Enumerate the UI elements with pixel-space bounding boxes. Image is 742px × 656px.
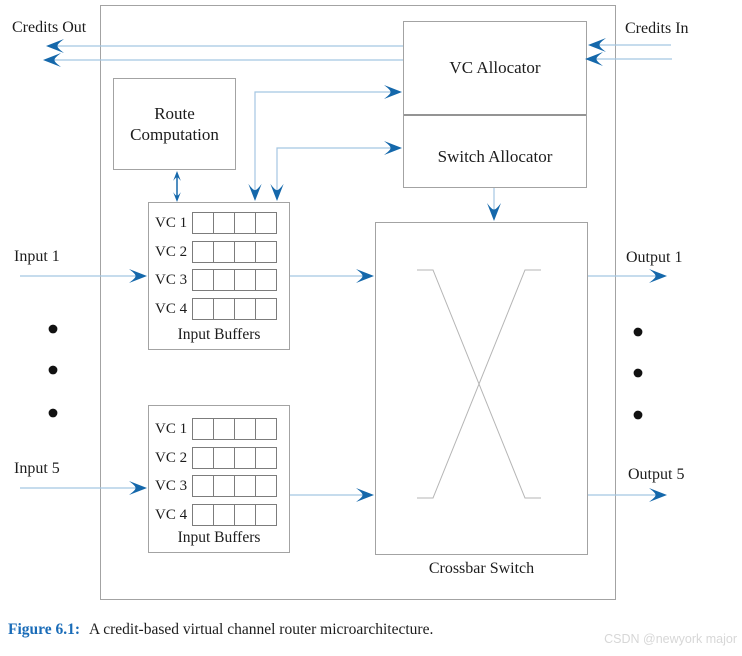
buffer-cell: [255, 418, 277, 440]
buffer-cell: [255, 212, 277, 234]
output-1-label: Output 1: [626, 249, 683, 266]
vc-allocator-label: VC Allocator: [449, 58, 541, 77]
vc-row: VC 2: [155, 447, 277, 469]
vc-row: VC 4: [155, 504, 277, 526]
buffer-cell: [255, 447, 277, 469]
buffer-cell: [192, 504, 214, 526]
buffer-cells: [192, 241, 277, 263]
input-buffer-box-2: VC 1 VC 2 VC 3 VC 4 Input Buffers: [148, 405, 290, 553]
vc-row-label: VC 3: [155, 271, 188, 288]
credits-in-label: Credits In: [625, 20, 689, 37]
input-buffers-label: Input Buffers: [177, 529, 261, 546]
vc-row: VC 2: [155, 241, 277, 263]
watermark: CSDN @newyork major: [604, 632, 737, 646]
vc-row-label: VC 1: [155, 214, 188, 231]
buffer-cell: [234, 447, 256, 469]
buffer-cell: [192, 269, 214, 291]
buffer-cells: [192, 298, 277, 320]
vc-row-label: VC 2: [155, 449, 188, 466]
input-5-label: Input 5: [14, 460, 60, 477]
buffer-cells: [192, 212, 277, 234]
buffer-cell: [213, 212, 235, 234]
buffer-cell: [234, 504, 256, 526]
vc-row: VC 1: [155, 418, 277, 440]
dot: [633, 368, 643, 378]
buffer-cell: [255, 298, 277, 320]
credits-out-arrow-icon: [43, 53, 61, 67]
buffer-cells: [192, 447, 277, 469]
crossbar-box: [375, 222, 588, 555]
buffer-cells: [192, 418, 277, 440]
vc-row: VC 4: [155, 298, 277, 320]
buffer-cell: [192, 447, 214, 469]
figure-number: Figure 6.1:: [8, 621, 81, 638]
vc-row-label: VC 2: [155, 243, 188, 260]
output-1-arrow-icon: [649, 269, 667, 283]
vc-row-label: VC 1: [155, 420, 188, 437]
buffer-cell: [213, 269, 235, 291]
dot: [633, 410, 643, 420]
route-computation-text: Route Computation: [130, 103, 219, 144]
buffer-cell: [234, 269, 256, 291]
dot: [48, 408, 58, 418]
input-1-label: Input 1: [14, 248, 60, 265]
buffer-cell: [234, 241, 256, 263]
figure-caption: Figure 6.1: A credit-based virtual channe…: [8, 621, 433, 639]
figure-caption-text: A credit-based virtual channel router mi…: [89, 621, 434, 638]
buffer-cell: [234, 475, 256, 497]
buffer-cell: [192, 212, 214, 234]
buffer-cell: [192, 418, 214, 440]
buffer-cells: [192, 504, 277, 526]
buffer-cell: [192, 475, 214, 497]
buffer-cell: [255, 475, 277, 497]
input-buffers-label: Input Buffers: [177, 326, 261, 343]
buffer-cell: [234, 418, 256, 440]
buffer-cell: [213, 298, 235, 320]
input-buffer-box-1: VC 1 VC 2 VC 3 VC 4 Input Buffers: [148, 202, 290, 350]
vc-row: VC 3: [155, 269, 277, 291]
buffer-cell: [255, 504, 277, 526]
switch-allocator-label: Switch Allocator: [437, 147, 553, 166]
dot: [48, 365, 58, 375]
buffer-cells: [192, 269, 277, 291]
vc-row: VC 1: [155, 212, 277, 234]
buffer-cell: [213, 504, 235, 526]
route-computation-label: Route Computation: [113, 78, 236, 170]
dot: [633, 327, 643, 337]
buffer-cell: [192, 298, 214, 320]
buffer-cell: [234, 212, 256, 234]
credits-out-label: Credits Out: [12, 19, 87, 36]
allocator-box: [403, 21, 587, 188]
vc-row: VC 3: [155, 475, 277, 497]
output-5-arrow-icon: [649, 488, 667, 502]
crossbar-switch-label: Crossbar Switch: [428, 560, 535, 577]
buffer-cell: [255, 241, 277, 263]
buffer-cell: [192, 241, 214, 263]
vc-row-label: VC 4: [155, 300, 188, 317]
buffer-cells: [192, 475, 277, 497]
credits-out-arrow-icon: [46, 39, 64, 53]
buffer-cell: [213, 418, 235, 440]
router-outer-box: [100, 5, 616, 600]
buffer-cell: [213, 447, 235, 469]
buffer-cell: [213, 241, 235, 263]
buffer-cell: [255, 269, 277, 291]
output-5-label: Output 5: [628, 466, 685, 483]
buffer-cell: [234, 298, 256, 320]
vc-row-label: VC 4: [155, 506, 188, 523]
dot: [48, 324, 58, 334]
vc-row-label: VC 3: [155, 477, 188, 494]
route-computation-box: [113, 78, 236, 170]
buffer-cell: [213, 475, 235, 497]
